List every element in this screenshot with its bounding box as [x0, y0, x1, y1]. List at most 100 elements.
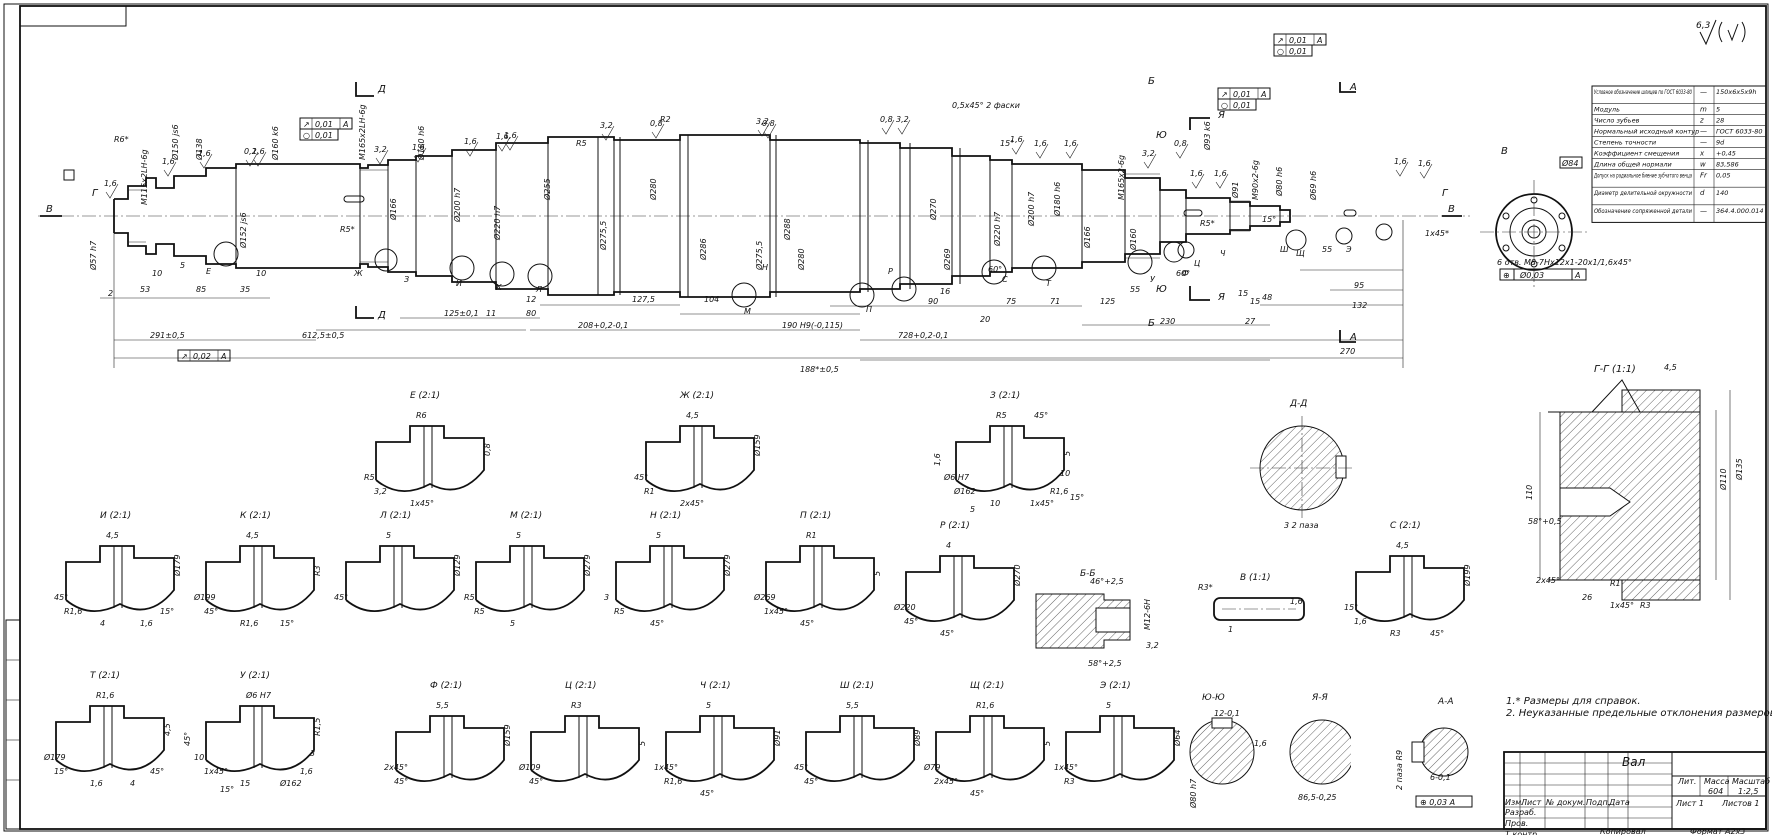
tb-col-0: Изм. — [1505, 798, 1524, 807]
detail-dim-1: Ø89 — [912, 730, 922, 747]
diameter-6: M165x2LH-6g — [358, 104, 367, 160]
detail-dim-5: 15° — [280, 619, 294, 628]
radius-note-0: R6* — [114, 135, 129, 144]
detail-dim-3: R1,6 — [664, 777, 682, 786]
detail-dim-1: Ø159 — [502, 724, 512, 747]
lit-label: Лит. — [1677, 777, 1696, 786]
detail-dim-6: 15° — [160, 607, 174, 616]
angle-1: 60° — [988, 265, 1002, 274]
detail-dim-4: 45° — [800, 619, 814, 628]
roughness-8: 1,6 — [496, 132, 509, 141]
detail-dim-2: 45° — [634, 473, 648, 482]
section-letter-5: Ю — [1156, 284, 1167, 295]
yu-dim-2: Ø80 h7 — [1188, 778, 1198, 809]
section-letter-4: Ю — [1156, 130, 1167, 141]
radius-note-1: R5* — [340, 225, 355, 234]
keyway-right — [1183, 209, 1203, 217]
detail-dim-0: 4,5 — [106, 531, 119, 540]
roughness-5: 3,2 — [374, 145, 387, 154]
section-arrows — [40, 82, 1462, 343]
end-view-b: В Ø84 6 отв. М8-7Нх12х1-20х1/1,6х45° ⊕ Ø… — [1480, 146, 1632, 290]
dimension-26: 85 — [196, 285, 206, 294]
section-letter-9: В — [1448, 204, 1455, 215]
spline-val: 5 — [1716, 106, 1720, 114]
gg-dim-4: 58°+0,5 — [1528, 517, 1562, 526]
spline-param: Условное обозначение шлицев по ГОСТ 6033… — [1594, 88, 1692, 96]
frame-base: А — [1316, 36, 1322, 45]
spline-param: Нормальный исходный контур — [1594, 128, 1699, 136]
dimension-17: 20 — [980, 315, 990, 324]
section-letter-3: Г — [1442, 188, 1449, 199]
general-note-0: 1.* Размеры для справок. — [1506, 696, 1641, 707]
detail-dim-4: 45° — [970, 789, 984, 798]
detail-dim-4: 1x45° — [410, 499, 434, 508]
detail-letter-0: Е — [206, 267, 212, 276]
detail-letter-17: Щ — [1296, 249, 1305, 258]
detail-dim-3: 1x45° — [204, 767, 228, 776]
detail-title: У (2:1) — [240, 671, 270, 681]
roughness-value: 6,3 — [1696, 21, 1711, 31]
detail-dim-1: R3 — [313, 565, 322, 576]
frame-value: 0,01 — [1289, 36, 1307, 45]
spline-val: 150x6x5x9h — [1716, 88, 1756, 96]
detail-dim-4: 10 — [990, 499, 1000, 508]
detail-dim-2: Ø220 — [893, 602, 916, 612]
spline-sym: Fr — [1700, 172, 1708, 180]
detail-title: З (2:1) — [990, 391, 1020, 401]
dimension-9: 132 — [1352, 301, 1367, 310]
section-gg: Г-Г (1:1) 4,5Ø135Ø11011058°+0,52x45°26R1… — [1525, 363, 1744, 610]
dimension-19: 71 — [1050, 297, 1060, 306]
roughness-22: 1,6 — [1214, 169, 1227, 178]
frame-value: 0,01 — [1233, 101, 1251, 110]
left-strip — [5, 619, 21, 830]
dimension-32: 10 — [256, 269, 266, 278]
dimension-21: 55 — [1130, 285, 1140, 294]
roughness-15: 3,2 — [896, 115, 909, 124]
spline-val: 364.4.000.014 — [1716, 207, 1764, 215]
detail-title: Л (2:1) — [379, 511, 411, 521]
diameter-29: Ø80 h6 — [1274, 167, 1284, 197]
detail-dim-2: R5 — [364, 473, 375, 482]
detail-title: Э (2:1) — [1099, 681, 1131, 691]
detail-dim-3: 45° — [904, 617, 918, 626]
dimension-18: 75 — [1006, 297, 1016, 306]
detail-dim-2: 1x45° — [654, 763, 678, 772]
detail-dim-3: R3 — [1064, 777, 1075, 786]
diameter-16: Ø275,5 — [754, 241, 764, 271]
detail-dim-5: 1x45° — [1030, 499, 1054, 508]
detail-title: В (1:1) — [1240, 573, 1271, 583]
roughness-18: 1,6 — [1064, 139, 1077, 148]
detail-letter-7: Н — [762, 263, 768, 272]
detail-letter-11: Т — [1046, 279, 1052, 288]
view-b-note: 6 отв. М8-7Нх12х1-20х1/1,6х45° — [1497, 258, 1632, 267]
mass-label: Масса — [1704, 777, 1730, 786]
dimension-3: 208+0,2-0,1 — [578, 321, 628, 330]
dimension-22: 125±0,1 — [444, 309, 479, 318]
detail-dim-4: 1,6 — [90, 779, 103, 788]
dimension-33: 15 — [1238, 289, 1248, 298]
gg-dim-7: R1 — [1610, 579, 1621, 588]
detail-dim-1: 0,8 — [483, 443, 492, 456]
detail-dim-3: 1x45° — [764, 607, 788, 616]
detail-callout-circles — [213, 223, 1393, 308]
detail-dim-7: 15° — [220, 785, 234, 794]
section-letter-2: Г — [92, 188, 99, 199]
roughness-20: 0,8 — [1174, 139, 1187, 148]
detail-title: П (2:1) — [800, 511, 831, 521]
spline-val: ГОСТ 6033-80 — [1716, 128, 1762, 136]
detail-title: Щ (2:1) — [970, 681, 1004, 691]
section-ya: Я-Я86,5-0,25 — [1289, 693, 1357, 802]
key-dim-2: 1,6 — [1290, 597, 1303, 606]
roughness-19: 3,2 — [1142, 149, 1155, 158]
section-letter-7: Б — [1148, 318, 1155, 329]
angle-3: 15° — [1262, 215, 1276, 224]
detail-dim-0: 5 — [706, 701, 711, 710]
detail-title: Ц (2:1) — [565, 681, 596, 691]
view-b-dia: Ø84 — [1561, 158, 1578, 168]
